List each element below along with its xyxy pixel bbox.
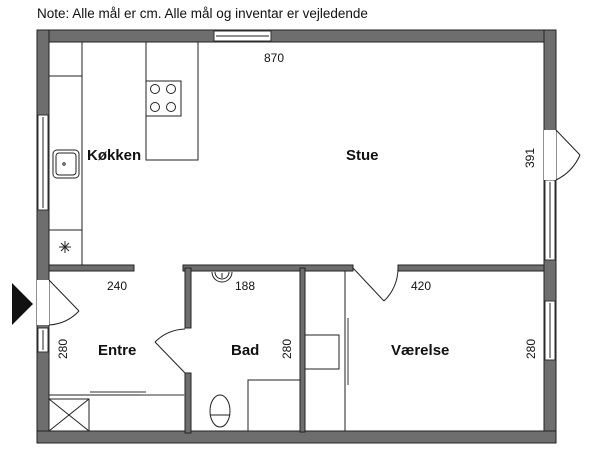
room-label-kitchen: Køkken — [87, 147, 141, 164]
fan-icon — [59, 241, 71, 253]
entry-fixtures — [48, 391, 185, 432]
dim-bedroom-depth: 280 — [524, 339, 538, 359]
washbasin-icon — [211, 271, 233, 283]
dim-entry-width: 240 — [107, 279, 127, 293]
room-label-bedroom: Værelse — [391, 342, 449, 359]
windows — [37, 30, 556, 361]
dim-entry-depth: 280 — [56, 339, 70, 359]
dim-bedroom-width: 420 — [411, 279, 431, 293]
sink-icon — [52, 149, 80, 179]
toilet-icon — [209, 394, 231, 428]
dim-bath-width: 188 — [235, 279, 255, 293]
outer-walls — [36, 29, 557, 444]
entrance-arrow-icon — [12, 283, 33, 325]
room-label-bath: Bad — [231, 342, 259, 359]
dim-living-width: 870 — [264, 51, 284, 65]
dim-living-depth: 391 — [523, 148, 537, 168]
shower-area — [247, 379, 301, 432]
room-label-entry: Entre — [98, 342, 136, 359]
room-label-living: Stue — [346, 147, 379, 164]
doors — [12, 129, 581, 374]
kitchen-fixtures — [49, 41, 199, 265]
plan-note: Note: Alle mål er cm. Alle mål og invent… — [37, 6, 368, 21]
bath-fixtures — [209, 271, 301, 432]
bedroom-fixtures — [304, 271, 349, 431]
hob-icon — [145, 80, 182, 117]
dim-bath-depth: 280 — [280, 339, 294, 359]
